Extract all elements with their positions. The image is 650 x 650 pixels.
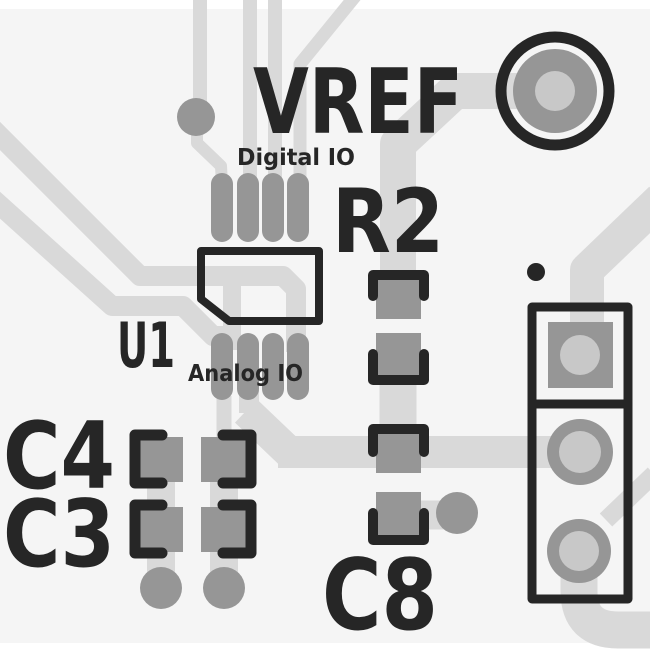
c4-bracket-left [129,429,168,489]
connector[interactable] [527,302,633,604]
trace-connector-bottom-curve [560,540,650,649]
via-c3-left[interactable] [140,567,182,609]
trace-left-band-1 [0,121,306,352]
pin1-marker-dot [527,263,545,281]
vref-pad-hole [535,71,575,111]
c4-bracket-right [217,429,257,489]
connector-pin1-hole [560,335,600,375]
c8-pad-1[interactable] [376,428,421,473]
analog-pad-4[interactable] [287,333,309,400]
digital-pad-3[interactable] [262,173,284,242]
board-margin-top [0,0,650,9]
component-r2[interactable] [368,270,429,385]
label-c3: C3 [3,480,115,588]
c3-bracket-right [217,499,257,559]
connector-pin2-hole [559,431,601,473]
analog-pad-3[interactable] [262,333,284,400]
c3-pad-left[interactable] [138,507,183,552]
vref-pad[interactable] [495,31,615,151]
label-r2: R2 [332,170,444,273]
trace-digital-4-diagonal [293,0,361,195]
silkscreen-labels: VREF Digital IO R2 U1 Analog IO C4 C3 C8 [3,50,463,650]
connector-pin3-hole [559,531,599,571]
analog-pad-2[interactable] [237,333,259,400]
via-c8[interactable] [436,492,478,534]
c4-pad-left[interactable] [138,437,183,482]
r2-bracket-bottom [368,349,429,385]
analog-pad-1[interactable] [211,333,233,400]
r2-bracket-top [368,270,429,301]
board-margin-bottom [0,643,650,650]
connector-outline [527,302,633,604]
c4-pad-right[interactable] [201,437,247,482]
vref-pad-ring [495,31,615,151]
component-c4[interactable] [129,429,257,489]
digital-pad-4[interactable] [287,173,309,242]
u1-digital-pads[interactable] [211,173,309,242]
u1-analog-pads[interactable] [211,333,309,400]
component-c8[interactable] [368,424,429,545]
label-c8: C8 [322,539,438,650]
digital-pad-1[interactable] [211,173,233,242]
label-vref: VREF [253,50,463,155]
component-u1[interactable] [197,173,323,400]
via-top[interactable] [177,98,215,136]
c3-bracket-left [129,499,168,559]
component-c3[interactable] [129,499,257,559]
c8-bracket-bottom [368,508,429,545]
digital-pad-2[interactable] [237,173,259,242]
label-u1: U1 [117,309,175,382]
c8-bracket-top [368,424,429,457]
label-analog-io: Analog IO [188,361,303,387]
c8-pad-2[interactable] [376,492,421,537]
via-c3-right[interactable] [203,567,245,609]
u1-chip-outline[interactable] [197,247,323,325]
label-digital-io: Digital IO [237,145,355,171]
label-c4: C4 [3,402,115,510]
r2-pad-2[interactable] [376,333,421,378]
c3-pad-right[interactable] [201,507,247,552]
